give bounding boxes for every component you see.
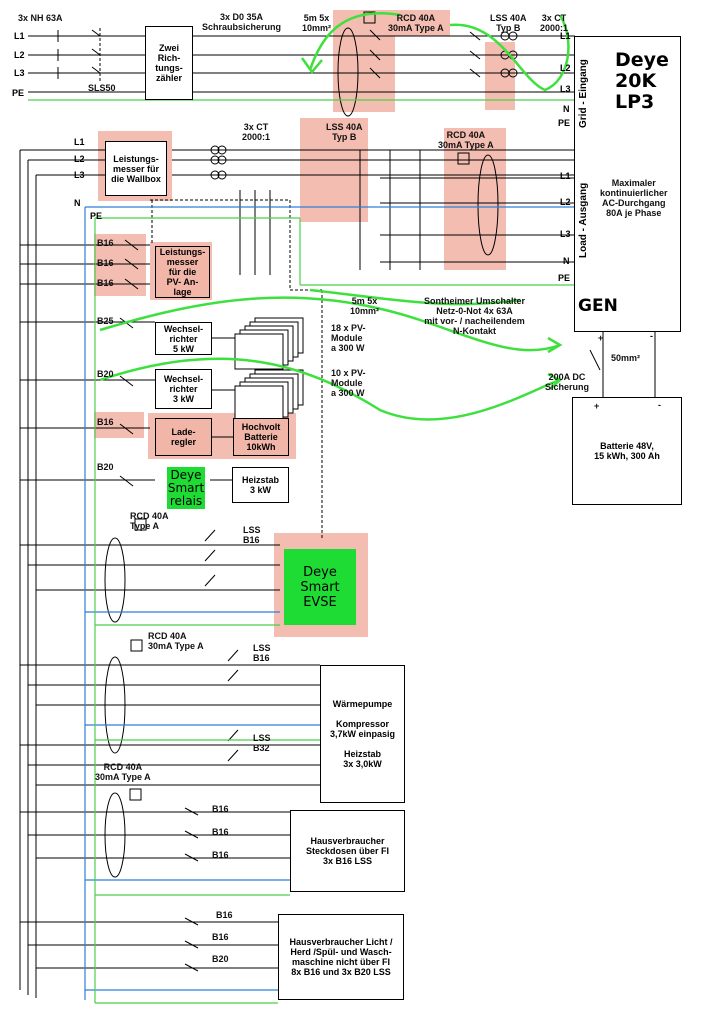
b20-label-b: B20 xyxy=(97,462,114,472)
bus-n: N xyxy=(74,198,81,208)
rcd-mid-label: RCD 40A 30mA Type A xyxy=(438,130,494,150)
highlight-rcd-mid xyxy=(444,128,506,270)
sockets-box: Hausverbraucher Steckdosen über FI 3x B1… xyxy=(290,810,405,892)
b25-label: B25 xyxy=(97,316,114,326)
highlight-rcd-top xyxy=(333,10,395,112)
battery-48v: Batterie 48V, 15 kWh, 300 Ah xyxy=(572,397,682,505)
heatpump-lss1-label: LSS B16 xyxy=(253,643,271,663)
socket-fuse-2: B16 xyxy=(212,827,229,837)
phase-pe-top: PE xyxy=(12,88,25,98)
ct-mid-label: 3x CT 2000:1 xyxy=(242,122,271,142)
light-fuse-1: B16 xyxy=(216,910,233,920)
battery-plus: + xyxy=(594,401,600,411)
sls-label: SLS50 xyxy=(88,83,116,93)
bus-pe: PE xyxy=(90,211,103,221)
inverter-5kw: Wechsel- richter 5 kW xyxy=(155,322,212,355)
load-terminal-l1: L1 xyxy=(560,171,571,181)
highlight-rcd-top-label xyxy=(395,10,450,36)
cable-top-label: 5m 5x 10mm² xyxy=(302,13,332,33)
b16-label-c: B16 xyxy=(97,417,114,427)
ac-passthrough-label: Maximaler kontinuierlicher AC-Durchgang … xyxy=(600,178,668,218)
inverter-3kw: Wechsel- richter 3 kW xyxy=(155,369,212,409)
bidirectional-meter: Zwei Rich- tungs- zähler xyxy=(145,26,193,100)
cable-mid-label: 5m 5x 10mm² xyxy=(350,296,380,316)
load-output-label: Load - Ausgang xyxy=(578,182,589,258)
grid-terminal-l1: L1 xyxy=(560,31,571,41)
grid-terminal-pe: PE xyxy=(558,118,571,128)
dc-cable-label: 50mm² xyxy=(611,353,641,363)
pv-fuse-1: B16 xyxy=(97,238,114,248)
lighting-appliances-box: Hausverbraucher Licht / Herd /Spül- und … xyxy=(278,914,404,1000)
deye-smart-evse: Deye Smart EVSE xyxy=(284,549,356,625)
load-terminal-l2: L2 xyxy=(560,197,571,207)
pv-fuse-3: B16 xyxy=(97,278,114,288)
light-fuse-3: B20 xyxy=(212,954,229,964)
grid-terminal-l2: L2 xyxy=(560,63,571,73)
battery-minus: - xyxy=(658,400,661,410)
lss-top-label: LSS 40A Typ B xyxy=(490,13,527,33)
dc-plus-label: + xyxy=(598,333,604,343)
pv-modules-18: 18 x PV- Module a 300 W xyxy=(331,323,366,353)
b20-label-a: B20 xyxy=(97,369,114,379)
pv-modules-10: 10 x PV- Module a 300 W xyxy=(331,368,366,398)
phase-l3-top: L3 xyxy=(14,68,25,78)
wallbox-power-meter: Leistungs- messer für die Wallbox xyxy=(105,141,167,196)
hv-battery: Hochvolt Batterie 10kWh xyxy=(233,418,289,456)
socket-fuse-3: B16 xyxy=(212,850,229,860)
light-fuse-2: B16 xyxy=(212,932,229,942)
heater-3kw: Heizstab 3 kW xyxy=(232,467,289,503)
load-terminal-l3: L3 xyxy=(560,229,571,239)
grid-terminal-l3: L3 xyxy=(560,84,571,94)
deye-inverter xyxy=(574,36,681,332)
dc-minus-label: - xyxy=(650,331,653,341)
dc-fuse-label: 200A DC Sicherung xyxy=(545,372,590,392)
grid-terminal-n: N xyxy=(563,104,570,114)
socket-rcd-label: RCD 40A 30mA Type A xyxy=(95,762,151,782)
charge-controller: Lade- regler xyxy=(155,418,212,456)
evse-rcd-label: RCD 40A Type A xyxy=(130,511,169,531)
evse-lss-label: LSS B16 xyxy=(243,525,261,545)
load-terminal-pe: PE xyxy=(558,273,571,283)
lss-mid-label: LSS 40A Typ B xyxy=(326,122,363,142)
changeover-switch-label: Sontheimer Umschalter Netz-0-Not 4x 63A … xyxy=(424,296,526,336)
pv-fuse-2: B16 xyxy=(97,258,114,268)
gen-port-label: GEN xyxy=(578,296,618,316)
rcd-top-label: RCD 40A 30mA Type A xyxy=(388,13,444,33)
bus-l1: L1 xyxy=(74,137,85,147)
pv-power-meter: Leistungs- messer für die PV- An- lage xyxy=(155,246,210,298)
grid-input-label: Grid - Eingang xyxy=(578,59,589,128)
bus-l2: L2 xyxy=(74,154,85,164)
heat-pump-box: Wärmepumpe Kompressor 3,7kW einpasig Hei… xyxy=(320,665,405,803)
bus-l3: L3 xyxy=(74,170,85,180)
highlight-b16c xyxy=(94,412,144,438)
inverter-title: Deye 20K LP3 xyxy=(615,49,669,113)
heatpump-rcd-label: RCD 40A 30mA Type A xyxy=(148,631,204,651)
deye-smart-relay: Deye Smart relais xyxy=(167,467,205,509)
load-terminal-n: N xyxy=(563,256,570,266)
socket-fuse-1: B16 xyxy=(212,804,229,814)
highlight-pv-fuses xyxy=(94,234,146,296)
main-fuse-label: 3x NH 63A xyxy=(18,13,63,23)
phase-l1-top: L1 xyxy=(14,31,25,41)
phase-l2-top: L2 xyxy=(14,50,25,60)
ct-top-label: 3x CT 2000:1 xyxy=(540,13,569,33)
d0-fuse-label: 3x D0 35A Schraubsicherung xyxy=(202,12,282,32)
heatpump-lss2-label: LSS B32 xyxy=(253,733,271,753)
highlight-lss-mid xyxy=(300,118,368,222)
